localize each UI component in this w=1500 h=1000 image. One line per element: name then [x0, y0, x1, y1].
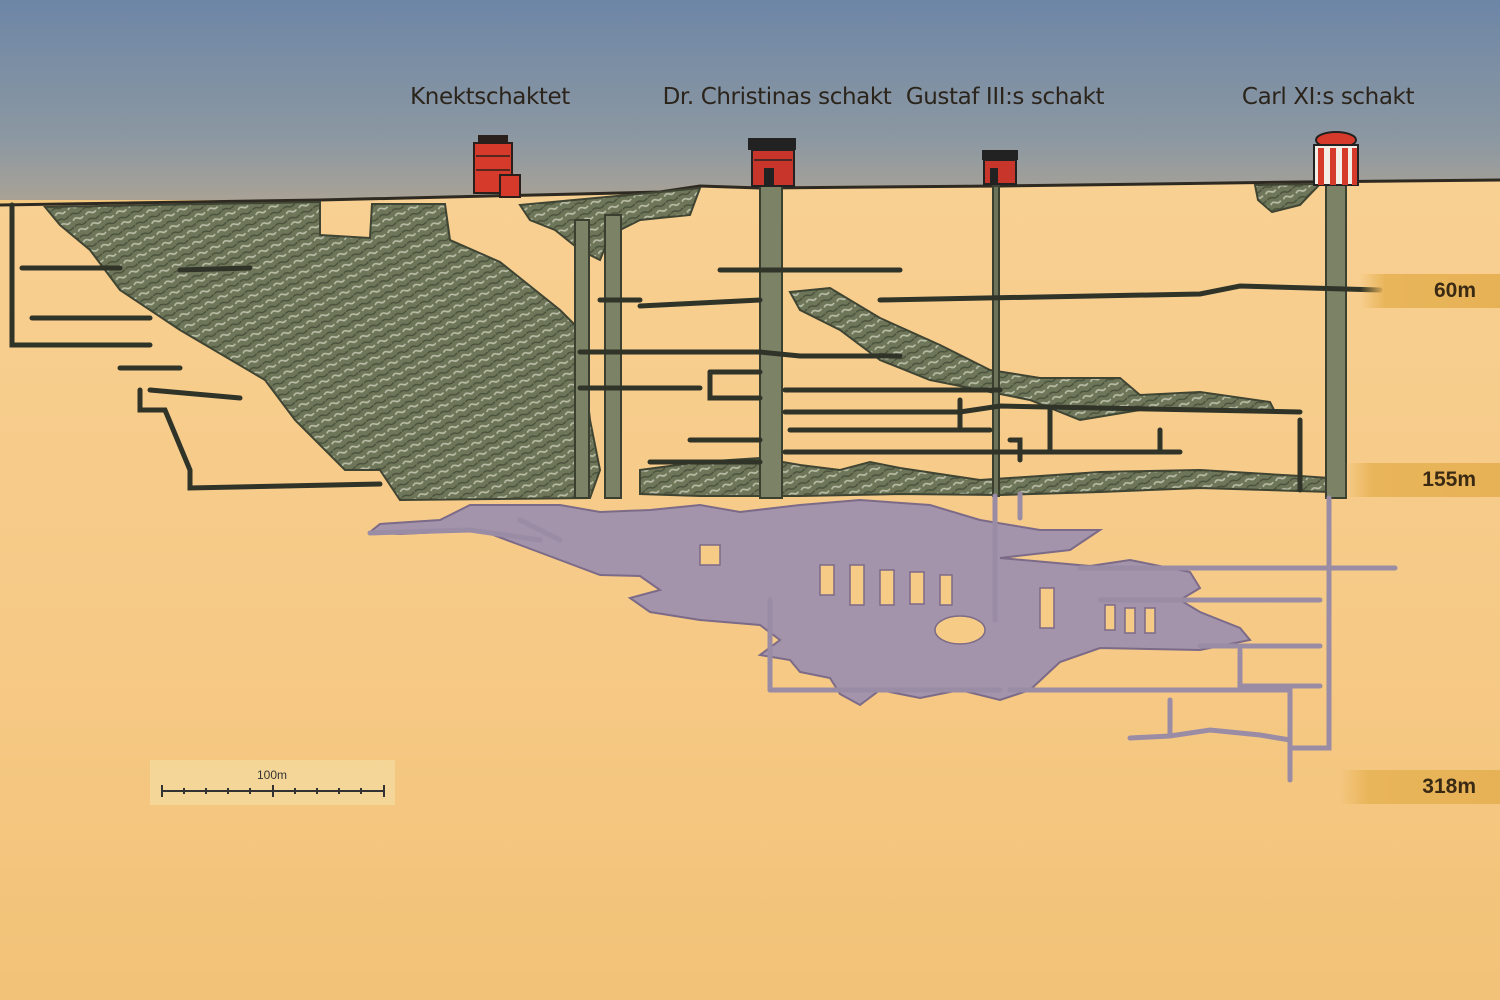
- christina-building: [748, 138, 796, 187]
- ground-surface-line: [0, 178, 1500, 207]
- depth-tag-155m: 155m: [1345, 463, 1500, 497]
- lower-stope-main: [367, 498, 1252, 707]
- gustaf-building: [982, 150, 1018, 185]
- upper-drifts: [9, 202, 1383, 493]
- shaft-label-carl: Carl XI:s schakt: [1241, 84, 1415, 110]
- scale-bar: [150, 760, 395, 805]
- pit-near-carl: [1253, 182, 1323, 214]
- knektschaktet-building: [473, 135, 521, 198]
- depth-tag-60m: 60m: [1360, 274, 1500, 308]
- lower-drifts: [367, 491, 1398, 783]
- shaft-label-gustaf: Gustaf III:s schakt: [905, 84, 1105, 110]
- lower-workings-holes: [699, 544, 1156, 645]
- shaft-label-christina: Dr. Christinas schakt: [662, 84, 892, 110]
- sky: [0, 0, 1500, 200]
- christina-shaft-column: [759, 185, 783, 499]
- carl-building: [1313, 131, 1359, 186]
- shaft-label-knektschaktet: Knektschaktet: [410, 84, 570, 110]
- depth-tag-318m: 318m: [1340, 770, 1500, 804]
- carl-shaft-column: [1325, 183, 1347, 499]
- scale-bar-label: 100m: [257, 768, 288, 782]
- great-pit: [42, 200, 602, 502]
- mid-shaft-column: [604, 214, 622, 499]
- lower-workings: [367, 498, 1252, 707]
- left-shaft-column: [574, 219, 590, 499]
- shaft-columns: [574, 183, 1347, 499]
